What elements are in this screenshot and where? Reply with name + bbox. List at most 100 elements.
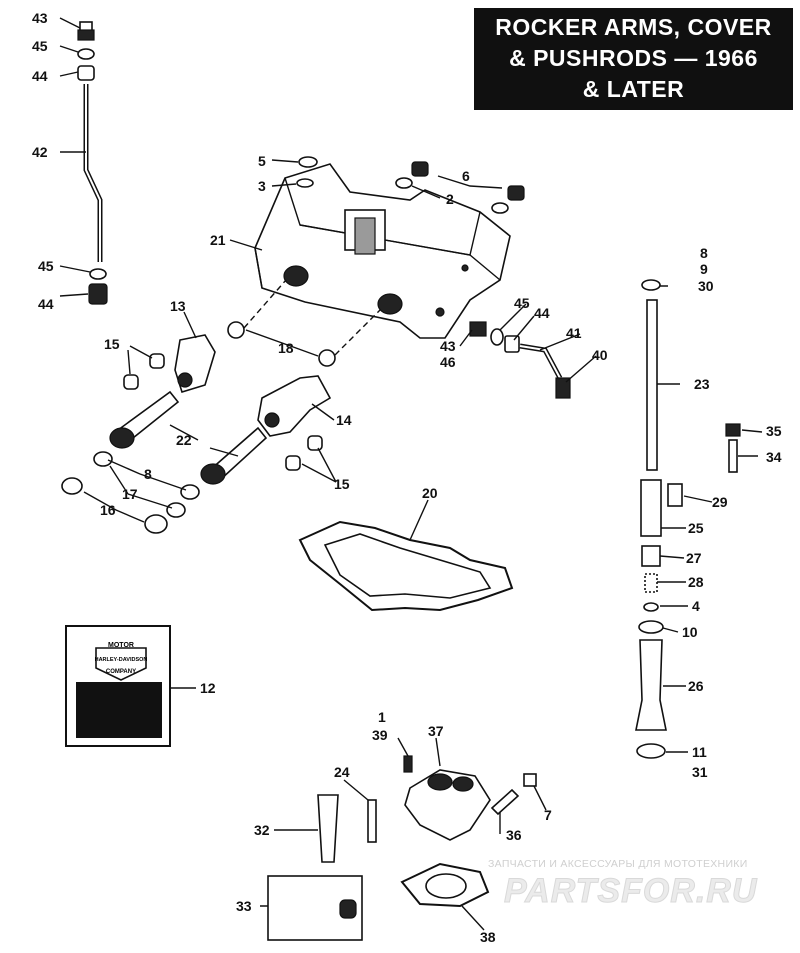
bolt-35: [725, 423, 741, 437]
callout-15-bottom: 15: [334, 476, 350, 492]
oil-line-41: [519, 343, 563, 380]
callout-35: 35: [766, 423, 782, 439]
callout-18: 18: [278, 340, 294, 356]
callout-24: 24: [334, 764, 350, 780]
callout-8-right: 8: [700, 245, 708, 261]
callout-34: 34: [766, 449, 782, 465]
callout-22: 22: [176, 432, 192, 448]
watermark-logo: PARTSFOR.RU: [504, 872, 758, 911]
watermark-caption: ЗАПЧАСТИ И АКСЕССУАРЫ ДЛЯ МОТОТЕХНИКИ: [488, 858, 748, 870]
plug-16-left: [61, 477, 83, 495]
callout-labels: 43 45 44 42 45 44 5 3 6 2 21 13 15 18 45…: [32, 10, 782, 945]
harley-shield: [95, 647, 147, 681]
rocker-cover-body: [254, 163, 511, 339]
callout-10: 10: [682, 624, 698, 640]
callout-40: 40: [592, 347, 608, 363]
callout-26: 26: [688, 678, 704, 694]
rocker-cover-boss-shadow: [354, 217, 376, 255]
title-box: ROCKER ARMS, COVER & PUSHRODS — 1966 & L…: [474, 8, 793, 110]
callout-32: 32: [254, 822, 270, 838]
callout-13: 13: [170, 298, 186, 314]
box-dark-band: [76, 682, 162, 738]
rocker-cover: [254, 163, 511, 339]
callout-45-bottom: 45: [38, 258, 54, 274]
logo-bottom-text: COMPANY: [106, 669, 136, 675]
rocker-arm-14: [257, 375, 332, 437]
rocker-arm-14-bore: [264, 412, 280, 428]
pin-36: [490, 788, 520, 816]
nut-44-top: [77, 65, 95, 81]
nut-5: [298, 156, 318, 168]
callout-30: 30: [698, 278, 714, 294]
title-line-3: & LATER: [582, 76, 685, 102]
callout-36: 36: [506, 827, 522, 843]
callout-27: 27: [686, 550, 702, 566]
o-ring-17-right: [166, 502, 186, 518]
callout-41: 41: [566, 325, 582, 341]
o-ring-8-right: [180, 484, 200, 500]
callout-44-cover: 44: [534, 305, 550, 321]
o-ring-18-left: [227, 321, 245, 339]
callout-43-cover: 43: [440, 338, 456, 354]
callout-46: 46: [440, 354, 456, 370]
pushrod-23: [646, 299, 658, 471]
callout-39: 39: [372, 727, 388, 743]
callout-33: 33: [236, 898, 252, 914]
callout-23: 23: [694, 376, 710, 392]
bushing-15-a: [149, 353, 165, 369]
callout-7: 7: [544, 807, 552, 823]
spark-plug-24: [367, 799, 377, 843]
callout-2: 2: [446, 191, 454, 207]
callout-6: 6: [462, 168, 470, 184]
gasket-kit-box-12: MOTOR HARLEY-DAVIDSON COMPANY: [65, 625, 171, 747]
housing-37-bore-right: [452, 776, 474, 792]
callout-17: 17: [122, 486, 138, 502]
callout-45-cover: 45: [514, 295, 530, 311]
bolt-34: [728, 439, 738, 473]
callout-5: 5: [258, 153, 266, 169]
clip-29: [667, 483, 683, 507]
plug-16-right: [144, 514, 168, 534]
leader-lines: [59, 17, 763, 931]
gasket-38-hole: [425, 873, 467, 899]
callout-21: 21: [210, 232, 226, 248]
nut-6-left: [411, 161, 429, 177]
rocker-cover-bore-left: [283, 265, 309, 287]
callout-11: 11: [692, 744, 707, 760]
callout-1: 1: [378, 709, 386, 725]
o-ring-18-right: [318, 349, 336, 367]
rocker-arm-13-bore: [177, 372, 193, 388]
fitting-43-46: [469, 321, 487, 337]
pushrod-cover-25: [640, 479, 662, 537]
o-ring-alignment-lines: [243, 279, 381, 356]
callout-15-top: 15: [104, 336, 120, 352]
washer-4: [643, 602, 659, 612]
callout-29: 29: [712, 494, 728, 510]
oil-line-tube-highlight: [85, 84, 101, 262]
spring-28: [644, 573, 658, 593]
rocker-cover-bolt-hole-2: [461, 264, 469, 272]
washer-30: [641, 279, 661, 291]
spring-cap-27: [641, 545, 661, 567]
housing-37-bore-left: [427, 773, 453, 791]
title-line-1: ROCKER ARMS, COVER: [495, 14, 772, 40]
seal-10: [638, 620, 664, 634]
pushrod-cover-26: [635, 639, 667, 731]
callout-31: 31: [692, 764, 708, 780]
screw-39: [403, 755, 413, 773]
seal-11-31: [636, 743, 666, 759]
bushing-15-c: [307, 435, 323, 451]
sleeve-45-bottom: [89, 268, 107, 280]
washer-2-right: [491, 202, 509, 214]
logo-mid-text: HARLEY-DAVIDSON: [95, 657, 148, 663]
fitting-40: [555, 377, 571, 399]
sleeve-45-cover: [490, 328, 504, 346]
cover-oil-fitting-group: [469, 321, 571, 399]
bushing-15-b: [123, 374, 139, 390]
sleeve-45-top: [77, 48, 95, 60]
callout-44-top: 44: [32, 68, 48, 84]
rocker-cover-bore-right: [377, 293, 403, 315]
callout-14: 14: [336, 412, 352, 428]
